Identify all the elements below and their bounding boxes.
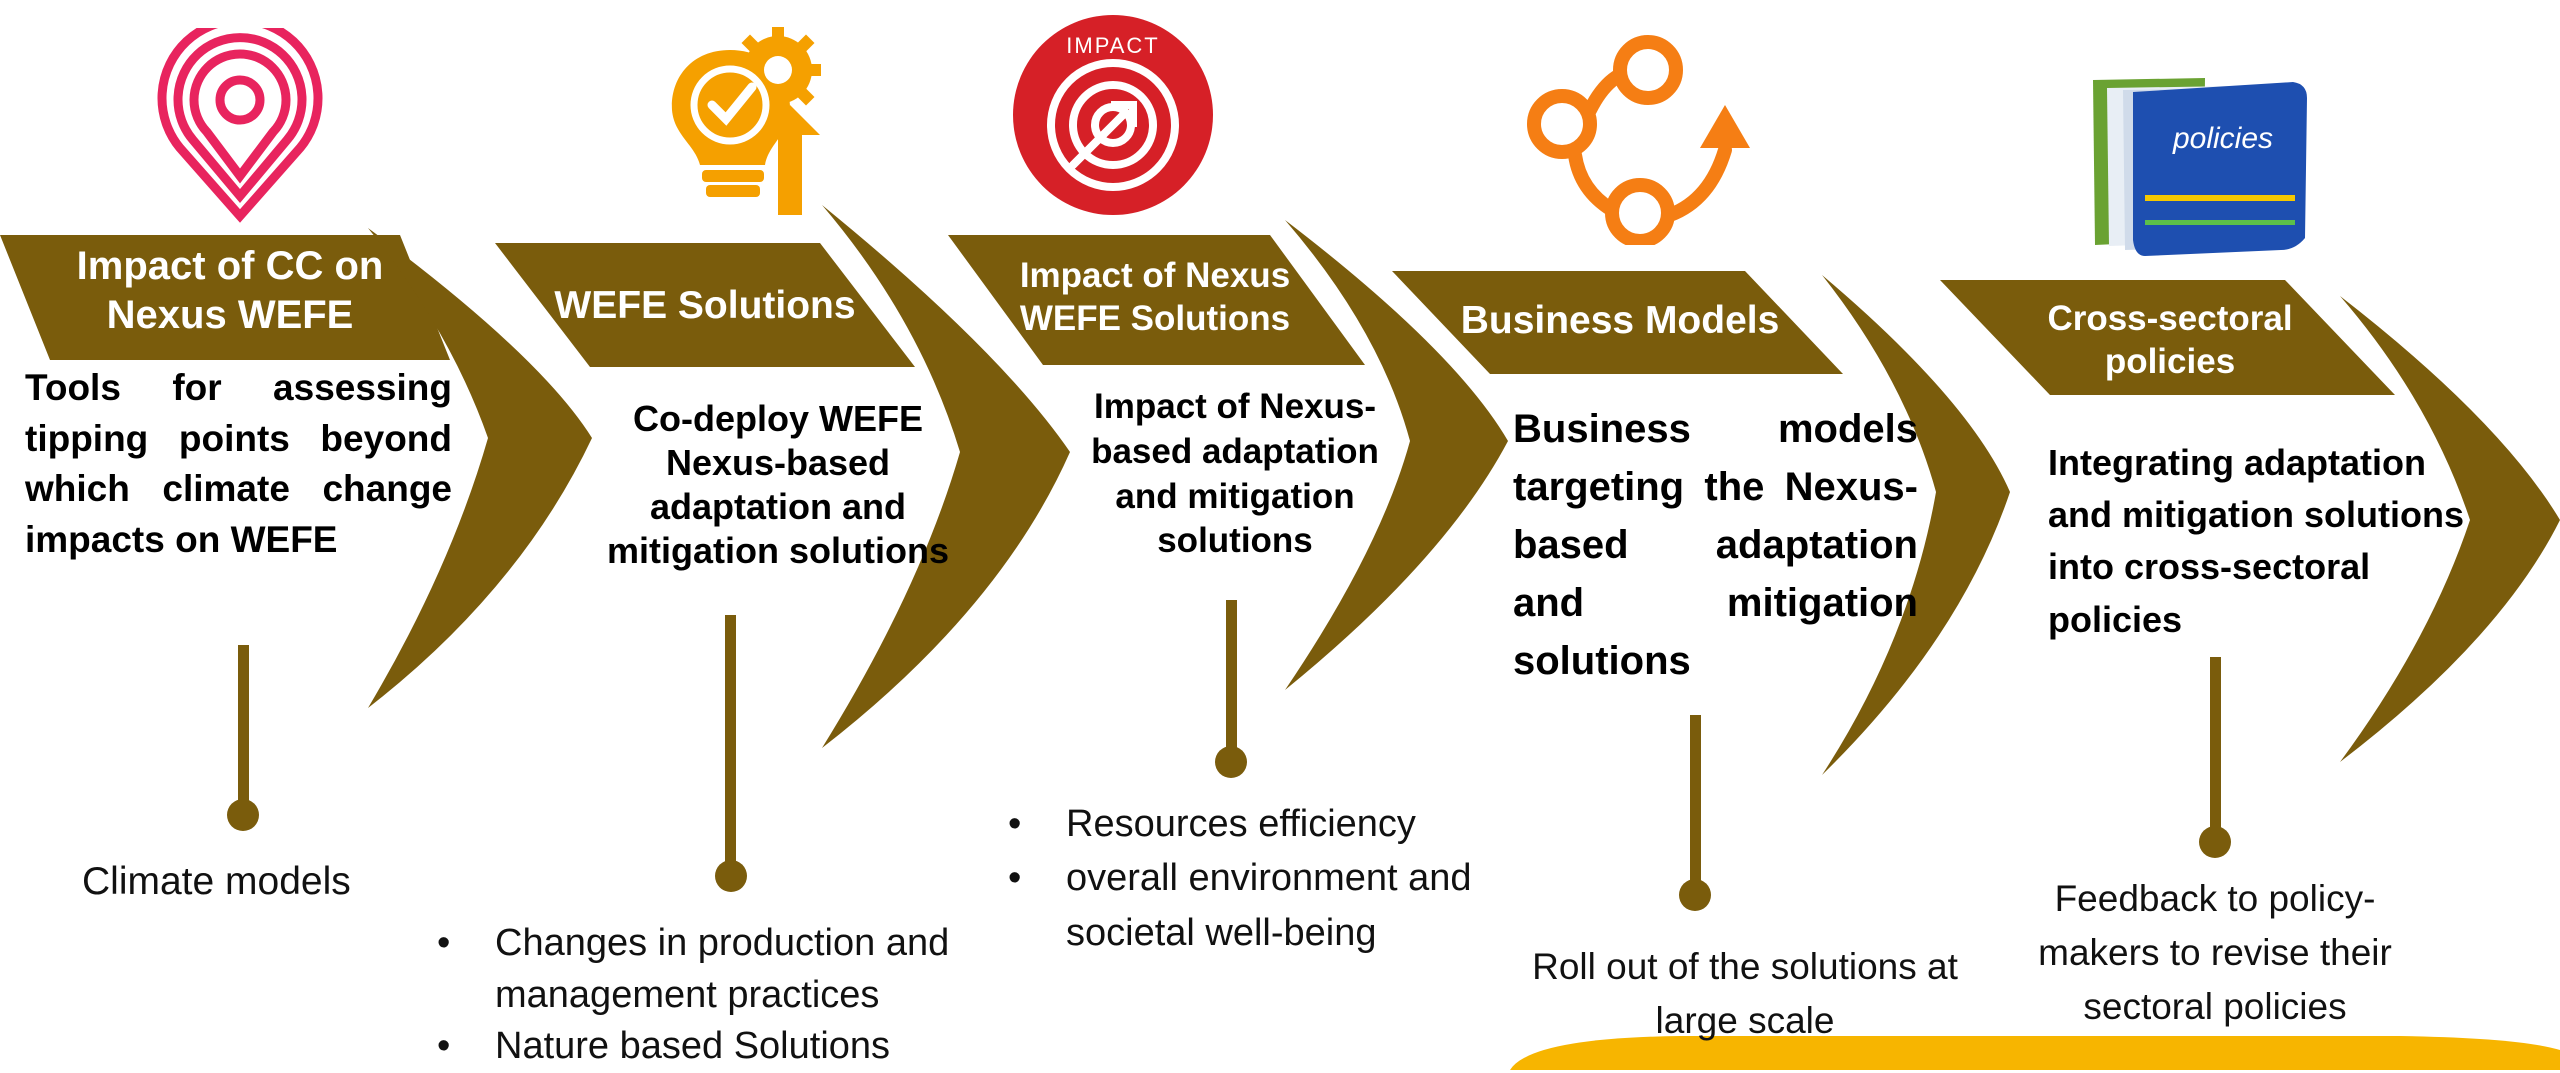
stage-1-dot <box>227 799 259 831</box>
stage-1-outcome: Climate models <box>82 860 351 903</box>
stage-5-title: Cross-sectoral policies <box>2047 299 2293 381</box>
stage-3-title: Impact of Nexus WEFE Solutions <box>1019 256 1291 338</box>
sun-arc <box>1510 1036 2560 1070</box>
stage-5-dot <box>2199 826 2231 858</box>
stage-4-dot <box>1679 879 1711 911</box>
stage-5-banner <box>1940 280 2395 395</box>
stage-1-description: Tools for assessing tipping points beyon… <box>25 367 452 561</box>
stage-3-outcome-item: Resources efficiency <box>1004 797 1564 852</box>
stage-4-chevron <box>1822 275 2010 775</box>
stage-1-chevron <box>368 228 592 708</box>
stage-2-outcomes: Changes in production and management pra… <box>433 918 1033 1073</box>
stage-5-description: Integrating adaptation and mitigation so… <box>2048 442 2464 640</box>
stage-3-dot <box>1215 746 1247 778</box>
stage-3-chevron <box>1285 220 1508 690</box>
policies-icon-label: policies <box>2172 122 2273 155</box>
stage-1-stem <box>238 645 249 815</box>
stage-2-title: WEFE Solutions <box>554 284 856 327</box>
stage-2-outcome-item: Nature based Solutions <box>433 1021 1033 1073</box>
stage-5-outcome: Feedback to policy-makers to revise thei… <box>2038 878 2392 1028</box>
stage-4-outcome: Roll out of the solutions at large scale <box>1532 946 1958 1042</box>
stage-5-chevron <box>2340 296 2560 762</box>
lightbulb-gear-icon <box>671 27 821 215</box>
stage-4-stem <box>1690 715 1701 895</box>
policies-folder-icon: policies <box>2093 78 2307 256</box>
stage-2-description: Co-deploy WEFE Nexus-based adaptation an… <box>607 398 949 571</box>
impact-icon-label: IMPACT <box>1066 33 1159 58</box>
stage-3-stem <box>1226 600 1237 760</box>
stage-4-title: Business Models <box>1460 299 1780 342</box>
stage-4-banner <box>1392 271 1843 374</box>
stage-1-banner <box>0 235 450 360</box>
stage-3-description: Impact of Nexus-based adaptation and mit… <box>1091 387 1379 561</box>
stage-5-stem <box>2210 657 2221 842</box>
stage-1-title: Impact of CC on Nexus WEFE <box>76 244 384 337</box>
stage-2-outcome-item: Changes in production and management pra… <box>433 918 1033 1021</box>
cycle-arrow-icon <box>1527 35 1750 245</box>
impact-target-icon: IMPACT <box>1013 15 1213 215</box>
stage-4-description: Business models targeting the Nexus-base… <box>1513 407 1918 683</box>
stage-2-chevron <box>822 205 1070 748</box>
stage-3-outcome-item: overall environment and societal well-be… <box>1004 851 1564 960</box>
stage-2-banner <box>495 243 915 367</box>
stage-2-stem <box>725 615 736 875</box>
stage-3-banner <box>948 235 1365 365</box>
stage-2-dot <box>715 860 747 892</box>
pink-pin-icon <box>157 28 323 223</box>
stage-3-outcomes: Resources efficiency overall environment… <box>1004 797 1564 960</box>
